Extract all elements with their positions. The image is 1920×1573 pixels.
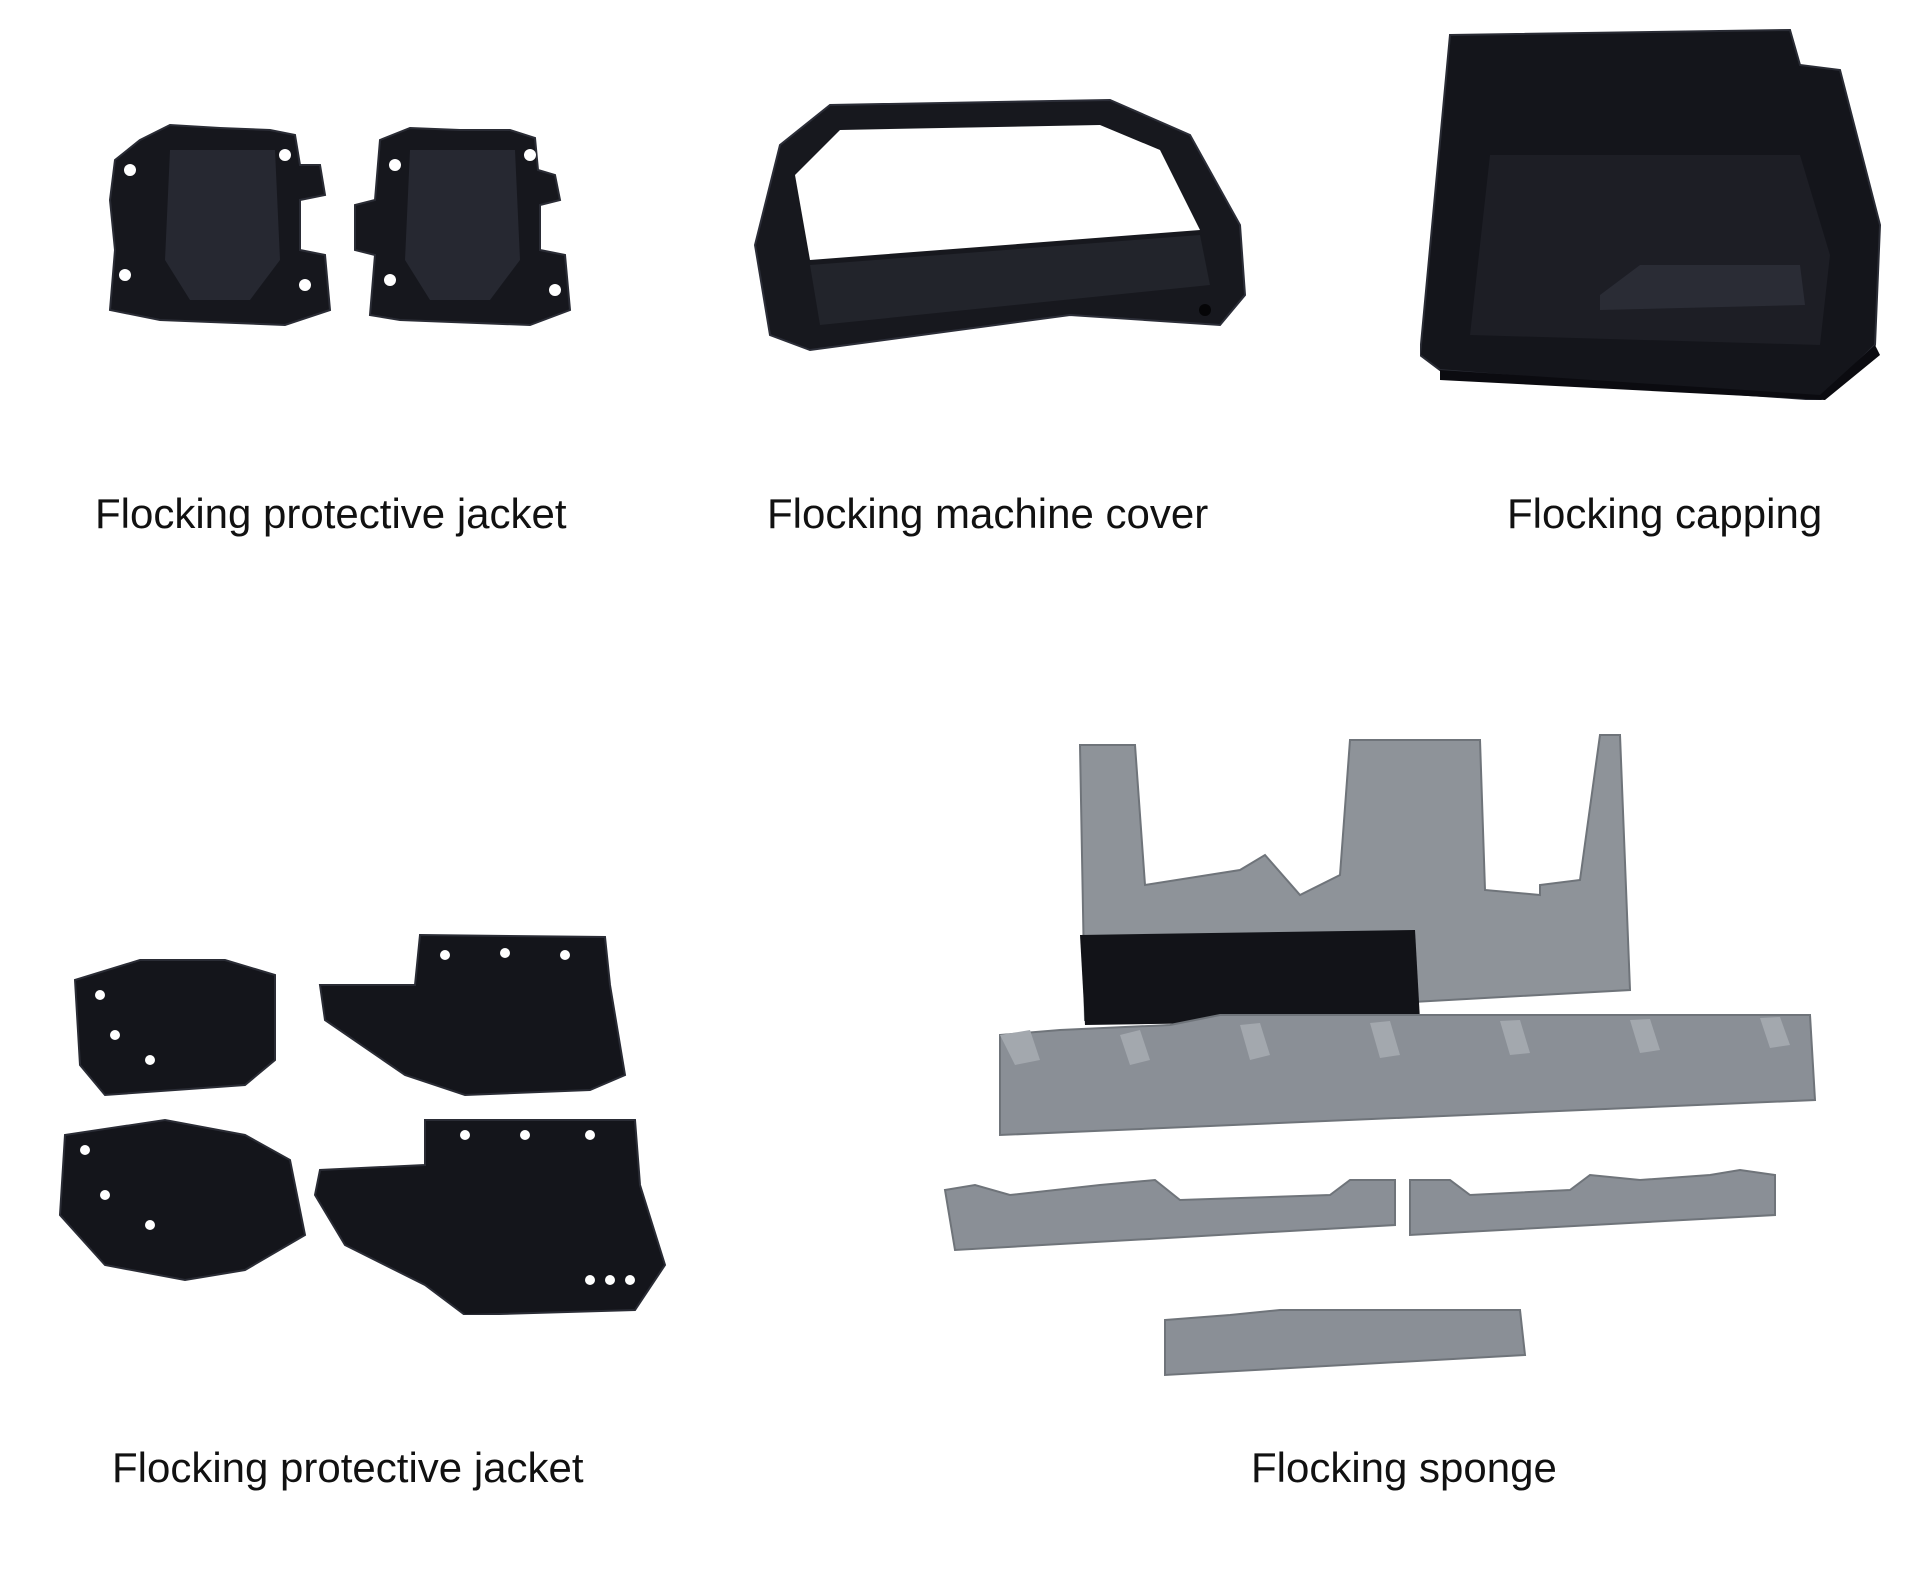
product-image-protective-jacket-plates [100, 110, 600, 340]
caption-flocking-protective-jacket-top: Flocking protective jacket [95, 490, 567, 537]
caption-flocking-sponge: Flocking sponge [1251, 1444, 1557, 1491]
caption-flocking-protective-jacket-bottom: Flocking protective jacket [112, 1444, 584, 1491]
caption-flocking-machine-cover: Flocking machine cover [767, 490, 1209, 537]
caption-flocking-capping: Flocking capping [1507, 490, 1823, 537]
product-image-flocking-sponge [940, 725, 1870, 1380]
product-image-protective-jacket-holster-set [45, 925, 675, 1315]
product-image-machine-cover [750, 95, 1250, 355]
product-image-capping-tray [1420, 25, 1900, 400]
